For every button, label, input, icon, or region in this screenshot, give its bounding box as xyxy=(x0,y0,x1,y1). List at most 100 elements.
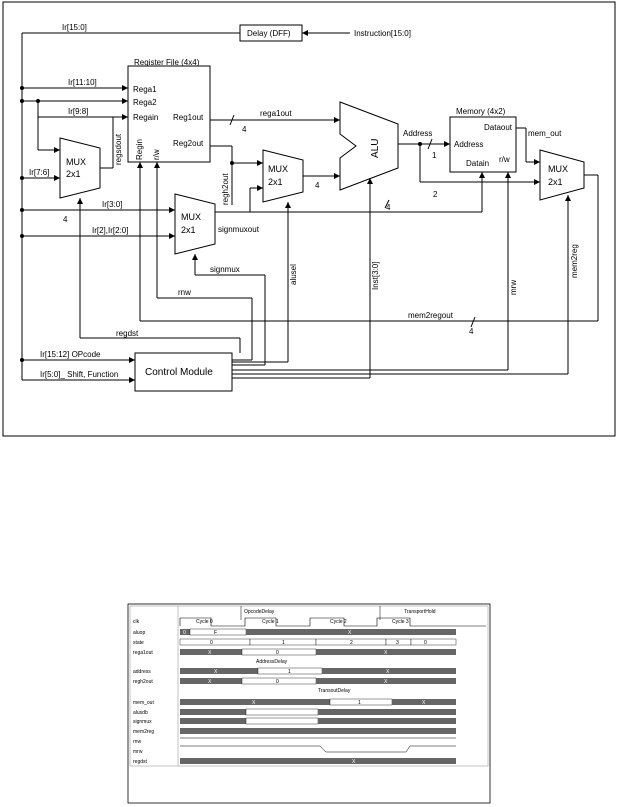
bus-width-1: 1 xyxy=(432,151,437,160)
mem2regout-label: mem2regout xyxy=(408,311,454,320)
svg-text:X: X xyxy=(352,759,356,765)
mux-3-label: MUX xyxy=(268,164,288,174)
svg-text:X: X xyxy=(422,700,426,706)
regain-label: Regain xyxy=(133,113,158,122)
sig-rega1out: rega1out xyxy=(133,650,153,656)
svg-text:0: 0 xyxy=(210,640,213,646)
cycle-2-label: Cycle 2 xyxy=(330,619,347,625)
bus-width-4-d: 4 xyxy=(386,203,391,212)
regsdout-label: regsdout xyxy=(114,133,123,165)
sig-rnw: rnw xyxy=(133,739,141,745)
delay-dff-label: Delay (DFF) xyxy=(247,29,291,38)
regh2out-label: regh2out xyxy=(221,173,230,205)
bus-width-4-c: 4 xyxy=(315,181,320,190)
diagram-frame xyxy=(2,1,616,437)
rega2-label: Rega2 xyxy=(133,98,157,107)
cycle-1-label: Cycle 1 xyxy=(262,619,279,625)
mux-1-sub: 2x1 xyxy=(66,169,81,179)
regin-label: Regin xyxy=(135,139,144,160)
mux-1-label: MUX xyxy=(66,157,86,167)
transout-delay-label: TransoutDelay xyxy=(318,688,351,694)
svg-text:X: X xyxy=(252,700,256,706)
mem2reg-label: mem2reg xyxy=(570,244,579,278)
signmuxout-label: signmuxout xyxy=(218,225,260,234)
svg-text:X: X xyxy=(386,669,390,675)
datapath-diagram: Delay (DFF) Instruction[15:0] Ir[15:0] R… xyxy=(2,1,616,437)
transport-hold-label: TransportHold xyxy=(404,609,436,615)
svg-text:X: X xyxy=(384,650,388,656)
sig-address: address xyxy=(133,669,151,675)
svg-text:0: 0 xyxy=(276,679,279,685)
svg-text:X: X xyxy=(208,650,212,656)
sig-state: state xyxy=(133,640,144,646)
reg1out-label: Reg1out xyxy=(173,113,204,122)
svg-text:0: 0 xyxy=(276,650,279,656)
ir-7-6-label: Ir[7:6] xyxy=(29,168,49,177)
alu-block xyxy=(339,101,399,191)
sig-regdst: regdst xyxy=(133,759,148,765)
bus-width-4-b: 4 xyxy=(242,125,247,134)
svg-text:X: X xyxy=(208,679,212,685)
control-module-box xyxy=(134,352,233,392)
svg-text:1: 1 xyxy=(282,640,285,646)
sig-regh2out: regh2out xyxy=(133,679,153,685)
instruction-label: Instruction[15:0] xyxy=(354,29,411,38)
inst-label: Inst[3:0] xyxy=(371,262,380,290)
control-module-label: Control Module xyxy=(145,367,213,378)
datain-label: Datain xyxy=(466,159,489,168)
mux-2-label: MUX xyxy=(181,212,201,222)
bus-width-2: 2 xyxy=(433,190,438,199)
register-file-label: Register File (4x4) xyxy=(134,58,200,67)
rega1-label: Rega1 xyxy=(133,85,157,94)
ir-3-0-label: Ir[3:0] xyxy=(102,200,122,209)
cycle-3-label: Cycle 3 xyxy=(392,619,409,625)
mux-4 xyxy=(539,149,585,201)
memory-label: Memory (4x2) xyxy=(456,107,506,116)
mem-out-label: mem_out xyxy=(528,129,562,138)
mux-3-sub: 2x1 xyxy=(268,177,283,187)
mux-4-label: MUX xyxy=(548,164,568,174)
mrw-label: mrw xyxy=(509,280,518,295)
svg-text:X: X xyxy=(348,630,352,636)
address-delay-label: AddressDelay xyxy=(256,659,288,665)
mux-2-sub: 2x1 xyxy=(181,225,196,235)
rw-label: r/w xyxy=(152,149,161,160)
opcode-delay-label: OpcodeDelay xyxy=(244,609,275,615)
svg-text:1: 1 xyxy=(288,669,291,675)
address-in-label: Address xyxy=(454,140,483,149)
svg-text:F: F xyxy=(214,630,217,636)
sig-clk: clk xyxy=(133,619,140,625)
mrw-wave xyxy=(180,745,456,753)
mux-3 xyxy=(262,149,304,203)
svg-text:3: 3 xyxy=(396,640,399,646)
ir-15-12-label: Ir[15:12] OPcode xyxy=(40,350,101,359)
svg-text:0: 0 xyxy=(424,640,427,646)
alusel-label: alusel xyxy=(289,264,298,285)
sig-alusdb: alusdb xyxy=(133,710,148,716)
ir-2-fill-label: Ir[2],Ir[2:0] xyxy=(92,226,128,235)
svg-text:X: X xyxy=(214,669,218,675)
sig-aluop: aluop xyxy=(133,630,145,636)
timing-frame xyxy=(127,603,491,804)
memory-box xyxy=(449,116,517,173)
bus-width-4-e: 4 xyxy=(469,327,474,336)
ir-15-0-label: Ir[15:0] xyxy=(62,23,87,32)
register-file-box xyxy=(127,65,211,163)
svg-text:1: 1 xyxy=(358,700,361,706)
sig-signmux: signmux xyxy=(133,719,152,725)
ir-9-8-label: Ir[9:8] xyxy=(68,107,88,116)
address-label: Address xyxy=(403,129,432,138)
bus-width-4-a: 4 xyxy=(63,215,68,224)
ir-11-10-label: Ir[11:10] xyxy=(68,78,97,87)
reg2out-label: Reg2out xyxy=(173,139,204,148)
mem-rw-label: r/w xyxy=(499,155,510,164)
signmux-label: signmux xyxy=(210,265,240,274)
sig-mem2reg: mem2reg xyxy=(133,729,154,735)
sig-mem-out: mem_out xyxy=(133,700,154,706)
alu-label: ALU xyxy=(370,139,381,158)
regdst-label: regdst xyxy=(116,329,139,338)
ir-5-0-label: Ir[5:0]_ Shift, Function xyxy=(40,370,118,379)
cycle-0-label: Cycle 0 xyxy=(196,619,213,625)
mux-2 xyxy=(174,193,216,255)
dataout-label: Dataout xyxy=(484,123,513,132)
